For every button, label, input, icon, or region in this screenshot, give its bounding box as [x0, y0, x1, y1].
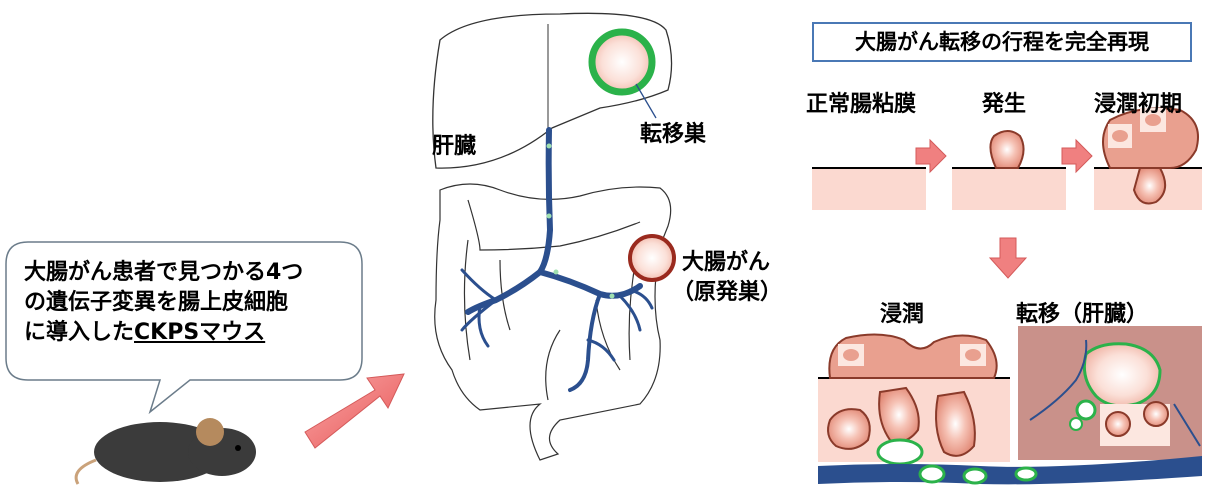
stage-normal-tissue	[812, 168, 926, 210]
arrow-onset-to-early	[1062, 140, 1092, 172]
liver-label: 肝臓	[432, 128, 476, 160]
blood-vessels	[462, 130, 652, 390]
stage-metastasis-tissue	[1018, 326, 1202, 460]
bubble-line-1: 大腸がん患者で見つかる4つ	[24, 258, 364, 288]
bubble-line-3-prefix: に導入した	[24, 320, 134, 345]
stage-onset-tissue	[952, 131, 1066, 210]
tumor-label-1: 大腸がん	[682, 244, 770, 276]
bubble-line-3: に導入したCKPSマウス	[24, 318, 364, 348]
mouse-icon	[76, 418, 256, 484]
process-title: 大腸がん転移の行程を完全再現	[812, 22, 1192, 62]
bubble-line-2: の遺伝子変異を腸上皮細胞	[24, 288, 364, 318]
tumor-label-2: （原発巣）	[672, 274, 782, 306]
ckps-mouse-label: CKPSマウス	[134, 320, 265, 345]
stage-metastasis-label: 転移（肝臓）	[1016, 296, 1148, 328]
metastasis-label: 転移巣	[640, 116, 706, 148]
metastasis-ring	[592, 32, 652, 92]
arrow-to-anatomy	[305, 374, 404, 448]
stage-early-label: 浸潤初期	[1094, 86, 1182, 118]
primary-tumor	[630, 236, 674, 280]
stage-normal-label: 正常腸粘膜	[806, 86, 916, 118]
stage-onset-label: 発生	[982, 86, 1026, 118]
stage-invasion-tissue	[818, 334, 1010, 464]
arrow-down	[990, 238, 1026, 278]
stage-early-tissue	[1094, 108, 1202, 210]
bubble-text: 大腸がん患者で見つかる4つ の遺伝子変異を腸上皮細胞 に導入したCKPSマウス	[24, 258, 364, 348]
stage-invasion-label: 浸潤	[880, 296, 924, 328]
